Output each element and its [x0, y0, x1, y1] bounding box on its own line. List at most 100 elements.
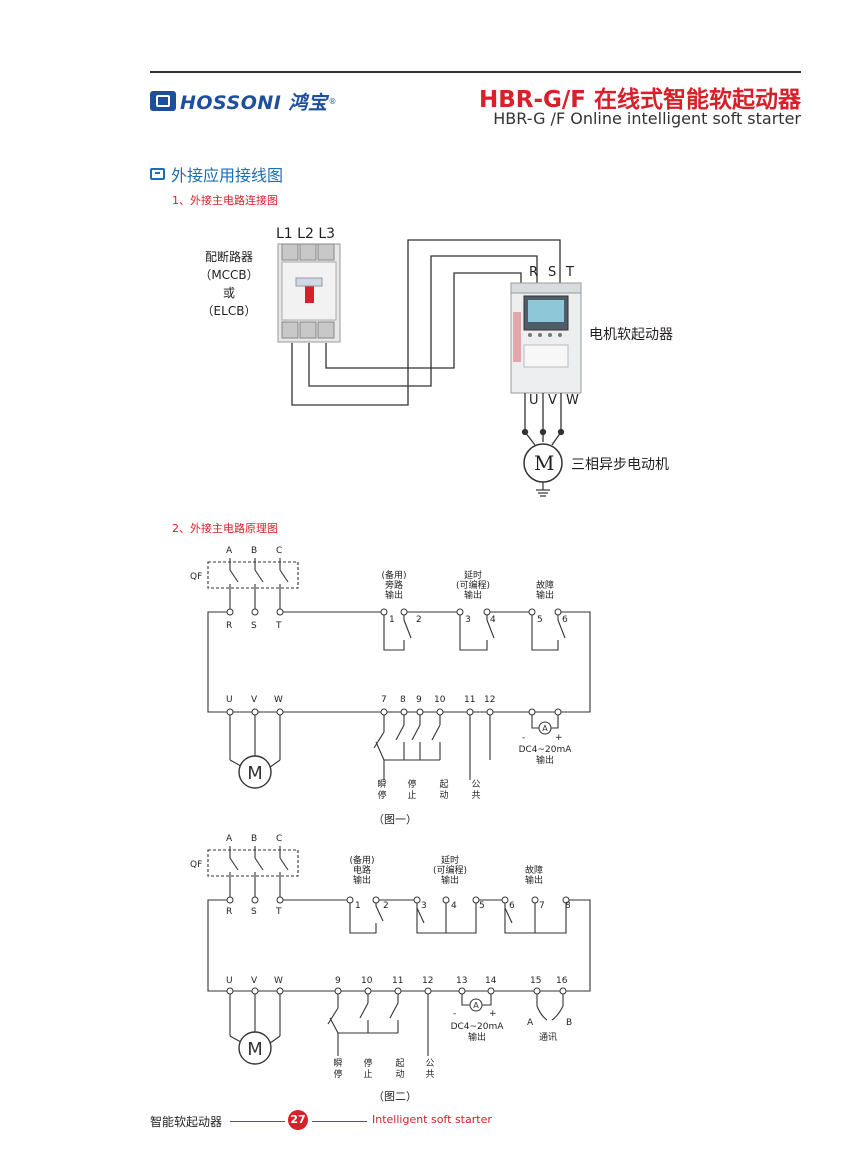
caption-2: （图二） [373, 1090, 417, 1103]
subtitle-1: 1、外接主电路连接图 [172, 194, 278, 207]
caption-1: （图一） [373, 813, 417, 826]
breaker-label-line: 或 [222, 286, 235, 300]
phase-a: A [226, 834, 233, 844]
terminal-t: T [566, 265, 574, 280]
svg-text:M: M [247, 763, 263, 784]
phase-b: B [251, 546, 258, 556]
comm-label: 通讯 [539, 1033, 558, 1043]
relay-num: 4 [451, 901, 457, 911]
relay-group-label: 延时(可编程)输出 [432, 856, 468, 886]
relay-group-label: (备用)电路输出 [349, 856, 375, 886]
qf-label: QF [190, 572, 203, 582]
label-s: S [251, 621, 257, 631]
breaker-terminals: L1 L2 L3 [276, 226, 336, 242]
breaker-label-line: （ELCB） [201, 304, 257, 318]
terminal-r: R [529, 265, 539, 280]
phase-c: C [276, 546, 283, 556]
relay-group-label: 故障输出 [524, 866, 543, 886]
relay-num: 1 [355, 901, 361, 911]
wire-l1 [291, 239, 561, 406]
input-label: 公共 [425, 1059, 435, 1080]
relay-num: 1 [389, 615, 395, 625]
footer-left: 智能软起动器 [150, 1115, 223, 1129]
input-label: 停止 [407, 780, 417, 801]
input-label: 瞬停 [333, 1059, 343, 1080]
phase-a: A [226, 546, 233, 556]
label-w: W [274, 695, 283, 705]
subtitle-2: 2、外接主电路原理图 [172, 522, 278, 535]
breaker-label-line: （MCCB） [199, 268, 259, 282]
input-label: 起动 [439, 780, 449, 801]
input-num: 7 [381, 695, 387, 705]
schematic-2: A M [207, 846, 591, 1065]
relay-num: 5 [537, 615, 543, 625]
terminal-w: W [566, 393, 579, 408]
logo-text: HOSSONI 鸿宝 [180, 91, 328, 114]
input-num: 15 [530, 976, 542, 986]
input-num: 13 [456, 976, 468, 986]
terminal-s: S [548, 265, 557, 280]
relay-num: 6 [562, 615, 568, 625]
phase-b: B [251, 834, 258, 844]
monitor-icon [150, 168, 165, 180]
section-title: 外接应用接线图 [150, 162, 283, 186]
relay-num: 4 [490, 615, 496, 625]
analog-minus: - [453, 1009, 457, 1019]
label-r: R [226, 907, 233, 917]
brand-logo: HOSSONI 鸿宝 ® [150, 89, 337, 114]
analog-plus: + [489, 1009, 497, 1019]
input-num: 12 [484, 695, 496, 705]
page-number: 27 [288, 1110, 308, 1130]
qf-label: QF [190, 860, 203, 870]
relay-num: 2 [416, 615, 422, 625]
page-title-en: HBR-G /F Online intelligent soft starter [493, 109, 801, 128]
label-t: T [276, 621, 282, 631]
input-num: 11 [392, 976, 404, 986]
svg-text:A: A [473, 1001, 479, 1010]
wire-l2 [308, 255, 538, 387]
motor-label: 三相异步电动机 [571, 457, 669, 473]
schematic-1: A M [207, 558, 591, 789]
input-label: 瞬停 [377, 780, 387, 801]
terminal-u: U [529, 393, 539, 408]
comm-b: B [566, 1018, 573, 1028]
input-num: 10 [361, 976, 373, 986]
logo-mark-icon [150, 91, 176, 111]
footer-rule [230, 1121, 285, 1122]
footer-right: Intelligent soft starter [372, 1113, 492, 1126]
relay-group-label: 故障输出 [535, 581, 554, 601]
relay-num: 5 [479, 901, 485, 911]
input-num: 8 [400, 695, 406, 705]
breaker-label: 配断路器 （MCCB） 或 （ELCB） [199, 248, 259, 320]
relay-group-label: 延时(可编程)输出 [455, 571, 491, 601]
relay-num: 3 [465, 615, 471, 625]
analog-minus: - [522, 733, 526, 743]
relay-group-label: (备用)旁路输出 [381, 571, 407, 601]
label-t: T [276, 907, 282, 917]
input-num: 11 [464, 695, 476, 705]
input-num: 9 [335, 976, 341, 986]
label-u: U [226, 976, 233, 986]
section-title-text: 外接应用接线图 [171, 166, 284, 185]
connection-diagram [277, 239, 582, 497]
input-num: 9 [416, 695, 422, 705]
label-r: R [226, 621, 233, 631]
soft-starter-unit [510, 282, 582, 394]
label-w: W [274, 976, 283, 986]
analog-plus: + [555, 733, 563, 743]
wire-l3 [325, 272, 522, 369]
relay-num: 3 [421, 901, 427, 911]
label-v: V [251, 695, 258, 705]
label-u: U [226, 695, 233, 705]
logo-registered: ® [328, 96, 337, 106]
label-v: V [251, 976, 258, 986]
relay-num: 2 [383, 901, 389, 911]
input-num: 10 [434, 695, 446, 705]
input-label: 起动 [395, 1059, 405, 1080]
relay-num: 8 [565, 901, 571, 911]
input-num: 14 [485, 976, 497, 986]
input-num: 16 [556, 976, 568, 986]
svg-text:A: A [542, 724, 548, 733]
